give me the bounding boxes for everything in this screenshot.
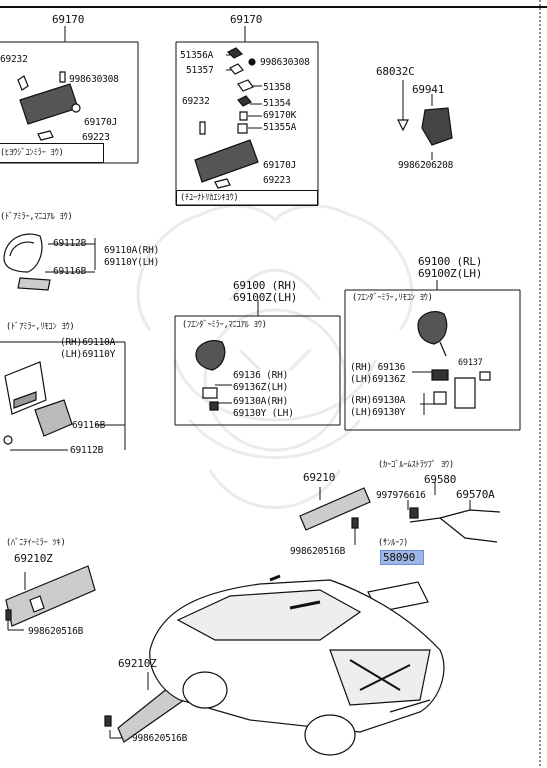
clip-sketch	[17, 75, 29, 91]
label-69136z-lh-2[interactable]: (LH)69136Z	[350, 374, 406, 385]
label-69170-a[interactable]: 69170	[52, 13, 85, 26]
label-69170-b[interactable]: 69170	[230, 13, 263, 26]
label-69136-rh[interactable]: 69136 (RH)	[233, 370, 289, 381]
label-69116b-2[interactable]: 69116B	[72, 420, 106, 431]
label-58090[interactable]: 58090	[383, 551, 416, 564]
label-51355a[interactable]: 51355A	[263, 122, 297, 133]
note-room-mirror: (ﾋﾖｳｼﾞﾕﾝﾐﾗｰ ﾖｳ)	[0, 148, 64, 158]
label-68032c[interactable]: 68032C	[376, 65, 415, 78]
note-cargo-strap: (ｶｰｺﾞﾙｰﾑｽﾄﾗﾂﾌﾟ ﾖｳ)	[378, 460, 454, 470]
label-69170j-a[interactable]: 69170J	[84, 117, 118, 128]
label-69100z-lh-2[interactable]: 69100Z(LH)	[418, 267, 483, 280]
highlight-58090	[380, 550, 424, 565]
label-51357[interactable]: 51357	[186, 65, 214, 76]
watermark-crest	[136, 204, 414, 509]
note-sunroof: (ｻﾝﾙｰﾌ)	[378, 538, 409, 548]
label-69170k[interactable]: 69170K	[263, 110, 297, 121]
note-box-tilt-mirror	[176, 190, 318, 206]
label-69223-a[interactable]: 69223	[82, 132, 110, 143]
label-69210z-a[interactable]: 69210Z	[14, 552, 53, 565]
label-69232-a[interactable]: 69232	[0, 54, 28, 65]
room-mirror-sketch	[19, 83, 79, 125]
label-69116b-1[interactable]: 69116B	[53, 266, 87, 277]
label-51356a[interactable]: 51356A	[180, 50, 214, 61]
note-box-room-mirror	[0, 143, 104, 163]
label-51358[interactable]: 51358	[263, 82, 291, 93]
note-vanity-mirror: (ﾊﾞﾆﾃｲｰﾐﾗｰ ﾂｷ)	[6, 538, 66, 548]
label-69110y-lh-2[interactable]: (LH)69110Y	[60, 349, 116, 360]
label-998620516b-c[interactable]: 998620516B	[132, 733, 188, 744]
label-69112b-1[interactable]: 69112B	[53, 238, 87, 249]
label-69112b-2[interactable]: 69112B	[70, 445, 104, 456]
label-69110a-rh-2[interactable]: (RH)69110A	[60, 337, 116, 348]
label-69110y-lh[interactable]: 69110Y(LH)	[104, 257, 160, 268]
label-69130a-rh-2[interactable]: (RH)69130A	[350, 395, 406, 406]
label-69100z-lh[interactable]: 69100Z(LH)	[233, 291, 298, 304]
label-998630308-b[interactable]: 998630308	[260, 57, 310, 68]
label-69137[interactable]: 69137	[458, 358, 483, 368]
label-69210[interactable]: 69210	[303, 471, 336, 484]
part-sketches	[3, 47, 501, 756]
label-69570a[interactable]: 69570A	[456, 488, 495, 501]
label-998630308-a[interactable]: 998630308	[69, 74, 119, 85]
label-51354[interactable]: 51354	[263, 98, 291, 109]
label-69223-b[interactable]: 69223	[263, 175, 291, 186]
note-fender-manual: (ﾌｴﾝﾀﾞｰﾐﾗｰ,ﾏﾆﾕｱﾙ ﾖｳ)	[182, 320, 267, 330]
label-69941[interactable]: 69941	[412, 83, 445, 96]
note-tilt-mirror: (ﾁﾕｰﾅﾄﾘｶｴｼｷﾖｳ)	[180, 193, 239, 203]
label-69136-rh-2[interactable]: (RH) 69136	[350, 362, 406, 373]
label-69210z-b[interactable]: 69210Z	[118, 657, 157, 670]
label-998620516b-b[interactable]: 998620516B	[28, 626, 84, 637]
label-997976616[interactable]: 997976616	[376, 490, 426, 501]
label-998620516b-a[interactable]: 998620516B	[290, 546, 346, 557]
label-69100-rh[interactable]: 69100 (RH)	[233, 279, 298, 292]
label-69580[interactable]: 69580	[424, 473, 457, 486]
label-69110a-rh[interactable]: 69110A(RH)	[104, 245, 160, 256]
label-69130y-lh-2[interactable]: (LH)69130Y	[350, 407, 406, 418]
label-69130a-rh[interactable]: 69130A(RH)	[233, 396, 289, 407]
label-69136z-lh[interactable]: 69136Z(LH)	[233, 382, 289, 393]
label-69232-b[interactable]: 69232	[182, 96, 210, 107]
note-door-manual: (ﾄﾞｱﾐﾗｰ,ﾏﾆﾕｱﾙ ﾖｳ)	[0, 212, 73, 222]
label-69130y-lh[interactable]: 69130Y (LH)	[233, 408, 294, 419]
label-69100-rl[interactable]: 69100 (RL)	[418, 255, 483, 268]
label-9986206208[interactable]: 9986206208	[398, 160, 454, 171]
label-69170j-b[interactable]: 69170J	[263, 160, 297, 171]
note-door-remote: (ﾄﾞｱﾐﾗｰ,ﾘﾓｺﾝ ﾖｳ)	[6, 322, 75, 332]
note-fender-remote: (ﾌｴﾝﾀﾞｰﾐﾗｰ,ﾘﾓｺﾝ ﾖｳ)	[352, 293, 433, 303]
car-sketch	[149, 574, 445, 756]
